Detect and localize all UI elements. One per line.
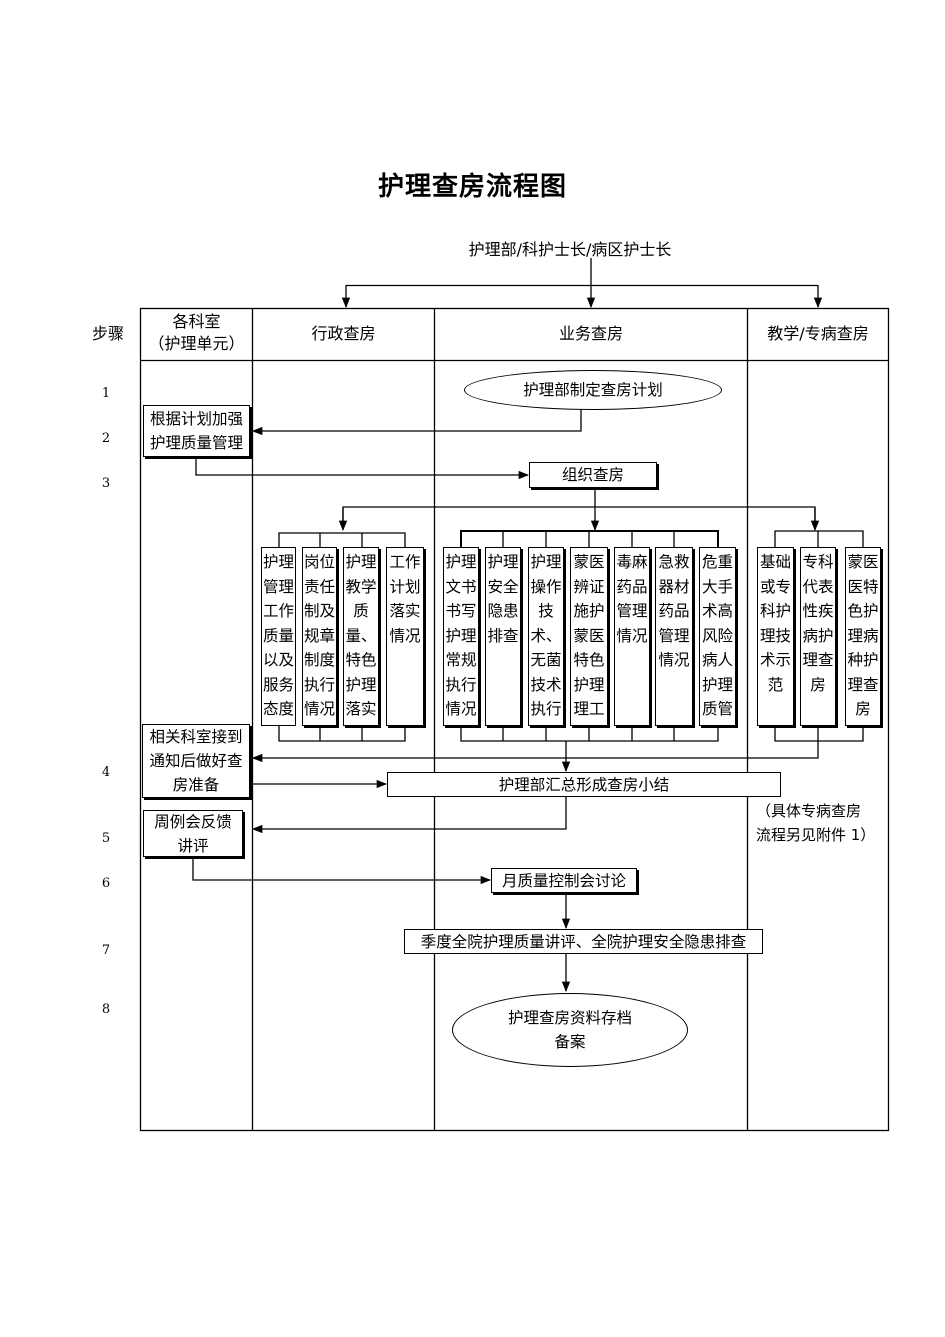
node-weekly-line-1: 周例会反馈	[154, 812, 232, 831]
node-prepare-line-3: 房准备	[172, 776, 220, 794]
arrow-weekly-to-monthly	[192, 857, 492, 885]
arrow-strengthen-to-organize	[195, 457, 530, 480]
node-quarterly: 季度全院护理质量讲评、全院护理安全隐患排查	[404, 929, 763, 954]
admin-item-1: 护理管理工作质量以及服务态度	[261, 547, 296, 726]
teaching-item-3: 蒙医医特色护理病种护理查房	[845, 547, 881, 726]
business-item-6: 急救器材药品管理情况	[655, 547, 693, 726]
node-organize: 组织查房	[529, 462, 657, 488]
arrow-summary-to-weekly	[251, 797, 567, 834]
admin-item-4: 工作计划落实情况	[386, 547, 424, 726]
page-title: 护理查房流程图	[377, 172, 567, 202]
table-frame	[139, 307, 890, 1132]
step-number: 7	[101, 943, 111, 958]
header-admin-rounds: 行政查房	[311, 324, 376, 343]
header-dept-line-1: 各科室	[172, 312, 221, 331]
teaching-bracket-top	[774, 530, 864, 547]
note-line-1: （具体专病查房	[756, 802, 862, 820]
step-number: 3	[101, 476, 111, 491]
admin-bracket-top	[278, 532, 406, 547]
node-plan: 护理部制定查房计划	[464, 370, 722, 410]
organize-distribution-line	[342, 506, 816, 529]
business-item-5: 毒麻药品管理情况	[614, 547, 650, 726]
node-archive-line-1: 护理查房资料存档	[507, 1009, 632, 1027]
header-dept: 各科室 （护理单元）	[141, 311, 252, 355]
business-item-4: 蒙医辨证施护蒙医特色护理理工作	[570, 547, 608, 726]
step-number: 5	[101, 831, 111, 846]
step-number: 4	[101, 765, 111, 780]
node-strengthen-line-1: 根据计划加强	[149, 410, 243, 428]
admin-bracket-bottom	[278, 726, 406, 742]
header-steps: 步骤	[91, 324, 124, 343]
step-number: 2	[101, 431, 111, 446]
business-item-1: 护理文书书写护理常规执行情况	[443, 547, 479, 726]
node-archive: 护理查房资料存档 备案	[452, 993, 688, 1067]
node-strengthen-line-2: 护理质量管理	[149, 434, 243, 452]
node-weekly-line-2: 讲评	[177, 836, 209, 855]
header-business-rounds: 业务查房	[558, 324, 623, 343]
step-number: 8	[101, 1002, 111, 1017]
note-special-disease: （具体专病查房 流程另见附件 1）	[756, 799, 888, 847]
node-prepare-line-1: 相关科室接到	[149, 728, 243, 746]
node-strengthen: 根据计划加强 护理质量管理	[143, 405, 250, 457]
node-prepare-line-2: 通知后做好查	[149, 752, 243, 770]
arrow-to-prepare	[251, 741, 819, 763]
header-teaching-rounds: 教学/专病查房	[767, 324, 869, 343]
teaching-item-1: 基础或专科护理技术示范	[757, 547, 794, 726]
teaching-bracket-bottom	[774, 726, 864, 742]
node-archive-line-2: 备案	[554, 1033, 586, 1051]
teaching-item-2: 专科代表性疾病护理查房	[800, 547, 836, 726]
arrow-plan-to-strengthen	[251, 407, 582, 436]
header-dept-line-2: （护理单元）	[148, 334, 245, 353]
step-number: 6	[101, 876, 111, 891]
step-number: 1	[101, 386, 111, 401]
node-monthly: 月质量控制会讨论	[491, 868, 637, 893]
top-label-nursing-leaders: 护理部/科护士长/病区护士长	[468, 240, 672, 259]
node-weekly: 周例会反馈 讲评	[143, 810, 243, 857]
node-prepare: 相关科室接到 通知后做好查 房准备	[142, 724, 250, 798]
business-item-2: 护理安全隐患排查	[485, 547, 521, 726]
node-summary: 护理部汇总形成查房小结	[387, 772, 781, 797]
note-line-2: 流程另见附件 1）	[756, 826, 876, 844]
business-item-7: 危重大手术高风险病人护理质管	[699, 547, 736, 726]
admin-item-2: 岗位责任制及规章制度执行情况	[302, 547, 337, 726]
